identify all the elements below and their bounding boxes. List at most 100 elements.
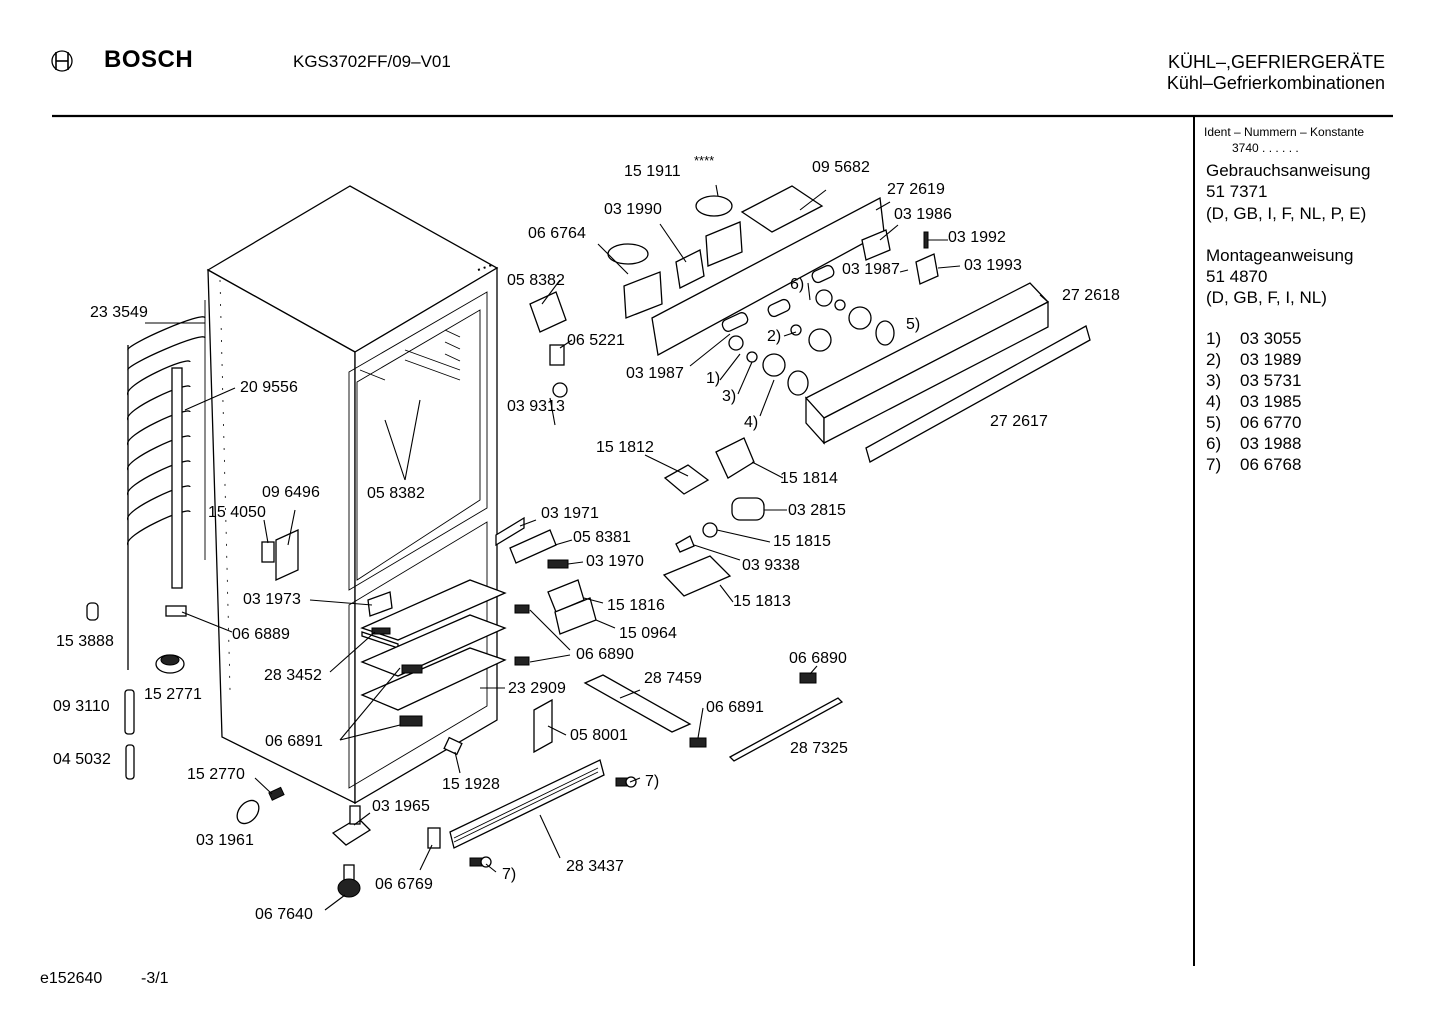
part-06-6769-shape xyxy=(427,827,441,849)
part-04-5032-shape xyxy=(125,744,135,780)
part-03-1990-shape xyxy=(675,249,705,289)
part-03-1992-shape xyxy=(923,231,929,249)
part-label: 23 3549 xyxy=(90,304,148,321)
part-03-1971-shape xyxy=(495,516,525,547)
part-label: 03 9313 xyxy=(507,398,565,415)
part-label: 2) xyxy=(767,328,782,345)
part-15-1814-shape xyxy=(715,437,755,479)
document-id: e152640 xyxy=(40,970,103,987)
leader-lines xyxy=(145,184,1049,911)
part-label: 05 8381 xyxy=(573,529,631,546)
part-label: 5) xyxy=(906,316,921,333)
part-label: 3) xyxy=(722,388,737,405)
montage-number: 51 4870 xyxy=(1206,267,1268,286)
part-label: 15 2771 xyxy=(144,686,202,703)
gebrauch-title: Gebrauchsanweisung xyxy=(1206,161,1371,180)
gebrauch-number: 51 7371 xyxy=(1206,182,1268,201)
part-label: 28 7459 xyxy=(644,670,702,687)
part-05-8001-shape xyxy=(533,698,553,754)
part-label: 03 1973 xyxy=(243,591,301,608)
footnote-item: 2)03 1989 xyxy=(1206,350,1302,369)
montage-title: Montageanweisung xyxy=(1206,246,1354,265)
part-label: 06 6891 xyxy=(706,699,764,716)
part-label: 15 1813 xyxy=(733,593,791,610)
part-label: 15 0964 xyxy=(619,625,677,642)
part-15-1815-shape xyxy=(702,522,718,538)
part-label: 1) xyxy=(706,370,721,387)
part-label: 04 5032 xyxy=(53,751,111,768)
page-number: -3/1 xyxy=(141,970,169,987)
part-28-7325-shape xyxy=(728,697,844,762)
part-label: 15 3888 xyxy=(56,633,114,650)
part-03-1961-shape xyxy=(236,799,260,825)
part-label: 06 7640 xyxy=(255,906,313,923)
category-subtitle: Kühl–Gefrierkombinationen xyxy=(1166,73,1385,93)
part-label: 27 2618 xyxy=(1062,287,1120,304)
shelves xyxy=(360,579,507,727)
part-label: 06 6891 xyxy=(265,733,323,750)
part-label: 09 6496 xyxy=(262,484,320,501)
part-03-1973-shape xyxy=(367,591,393,617)
part-03-1970-shape xyxy=(547,559,569,569)
part-label: 7) xyxy=(645,773,660,790)
part-06-6891-shape-a xyxy=(689,737,707,748)
part-label: 15 4050 xyxy=(208,504,266,521)
part-label: 05 8001 xyxy=(570,727,628,744)
part-label: 28 3452 xyxy=(264,667,322,684)
part-06-6890-shape-b xyxy=(799,672,817,684)
part-label: 28 3437 xyxy=(566,858,624,875)
footnote-list: 1)03 3055 2)03 1989 3)03 5731 4)03 1985 … xyxy=(1206,328,1301,475)
ident-label: Ident – Nummern – Konstante xyxy=(1204,125,1365,139)
part-28-3437-shape xyxy=(449,759,605,849)
part-label: 06 5221 xyxy=(567,332,625,349)
bosch-logo-icon xyxy=(51,50,73,72)
part-label: 03 1987 xyxy=(626,365,684,382)
part-label: **** xyxy=(694,153,715,168)
part-label: 15 1928 xyxy=(442,776,500,793)
part-label: 23 2909 xyxy=(508,680,566,697)
part-27-2617-shape xyxy=(865,325,1091,463)
footnote-item: 5)06 6770 xyxy=(1206,413,1302,432)
part-label: 15 1816 xyxy=(607,597,665,614)
gebrauch-langs: (D, GB, I, F, NL, P, E) xyxy=(1206,204,1367,223)
footnote-item: 6)03 1988 xyxy=(1206,434,1302,453)
part-label: 28 7325 xyxy=(790,740,848,757)
part-label: 03 1987 xyxy=(842,261,900,278)
montage-langs: (D, GB, F, I, NL) xyxy=(1206,288,1327,307)
part-label: 03 1965 xyxy=(372,798,430,815)
part-label: 06 6890 xyxy=(576,646,634,663)
part-15-4050-shape xyxy=(261,541,275,563)
part-label: 05 8382 xyxy=(367,485,425,502)
footnote-item: 7)06 6768 xyxy=(1206,455,1302,474)
part-label: 20 9556 xyxy=(240,379,298,396)
part-label: 03 9338 xyxy=(742,557,800,574)
part-label: 03 1961 xyxy=(196,832,254,849)
part-05-8381-shape xyxy=(509,529,557,564)
part-06-6890-shape xyxy=(514,604,530,614)
part-label: 09 3110 xyxy=(53,698,110,715)
footnote-item: 3)03 5731 xyxy=(1206,371,1302,390)
screw-icon xyxy=(469,856,492,868)
part-09-5682-shape xyxy=(740,185,824,233)
part-label: 6) xyxy=(790,276,805,293)
part-label: 03 1992 xyxy=(948,229,1006,246)
part-15-3888-shape xyxy=(86,602,99,621)
part-label: 06 6890 xyxy=(789,650,847,667)
part-03-9338-shape xyxy=(675,535,695,553)
condenser-coil xyxy=(127,300,206,670)
screw-icon xyxy=(615,776,637,788)
part-label: 15 1815 xyxy=(773,533,831,550)
part-03-9313-shape xyxy=(552,382,568,398)
part-label: 7) xyxy=(502,866,517,883)
footnote-item: 4)03 1985 xyxy=(1206,392,1302,411)
part-15-1812-shape xyxy=(663,464,710,495)
part-label: 03 2815 xyxy=(788,502,846,519)
part-label: 03 1990 xyxy=(604,201,662,218)
part-label: 15 1812 xyxy=(596,439,654,456)
part-label: 06 6769 xyxy=(375,876,433,893)
category-title: KÜHL–,GEFRIERGERÄTE xyxy=(1167,52,1385,72)
part-label: 05 8382 xyxy=(507,272,565,289)
part-label: 4) xyxy=(744,414,759,431)
part-label: 15 1814 xyxy=(780,470,838,487)
part-06-6764-shape xyxy=(623,271,663,319)
